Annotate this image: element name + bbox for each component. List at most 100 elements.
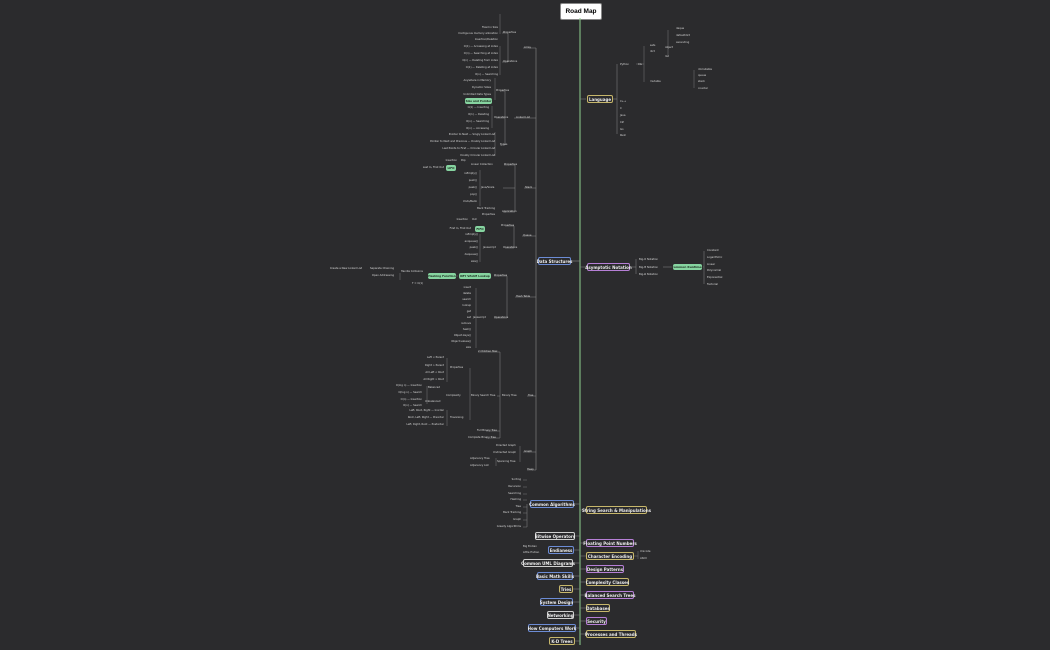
lang-python: Python (620, 63, 629, 66)
ht-op: search (462, 298, 471, 301)
array-item: O(n) — Deleting from index (462, 59, 498, 62)
ll-item: O(n) — Accessing (466, 127, 489, 130)
ll-types: Types (500, 143, 508, 146)
endian-item: Little Endian (523, 551, 540, 554)
ll-item: Last Points to First — Circular Linked L… (442, 147, 495, 150)
python-item: defaultdict (676, 34, 690, 37)
node-character-encoding[interactable]: Character Encoding (586, 552, 634, 560)
python-item: object (665, 46, 673, 49)
node-kd-trees[interactable]: K-D Trees (549, 637, 575, 645)
tree-item: 2 Children Max (478, 350, 498, 353)
node-processes-threads[interactable]: Processes and Threads (585, 630, 637, 638)
node-floating-point[interactable]: Floating Point Numbers (583, 539, 637, 547)
runtime-item: Factorial (707, 283, 718, 286)
node-bitwise-operators[interactable]: Bitwise Operators (534, 532, 576, 540)
tree-item: Root, Left, Right — Preorder (407, 416, 444, 419)
python-item: deque (676, 27, 685, 30)
ll-size-pointer: Size and Pointer (465, 98, 492, 104)
graph-item: Directed Graph (496, 444, 516, 447)
node-endianess[interactable]: Endianess (548, 546, 574, 554)
ht-op: Object.keys() (453, 334, 471, 337)
array-item: O(1) — Accessing at index (463, 45, 498, 48)
python-item: counter (698, 87, 708, 90)
queue-operations: Operations (503, 246, 518, 249)
node-common-algorithms[interactable]: Common Algorithms (529, 500, 575, 508)
queue-fifo: FIFO (475, 226, 485, 232)
runtime-item: Constant (707, 249, 719, 252)
tree-item: O(log n) — Search (398, 391, 422, 394)
lang-cpp: C++ (620, 100, 627, 103)
node-security[interactable]: Security (586, 617, 607, 625)
queue-item: peek() (469, 246, 478, 249)
tree-item: Left, Right, Root — Postorder (406, 423, 444, 426)
node-common-runtimes[interactable]: Common Runtimes (671, 264, 704, 270)
tree-item: Balanced (428, 386, 440, 389)
array-item: O(1) — Deleting at index (465, 66, 498, 69)
tree-complete: Complete Binary Tree (468, 436, 496, 439)
ds-graph: Graph (524, 450, 532, 453)
node-asymptotic-notation[interactable]: Asymptotic Notation (585, 263, 632, 271)
array-item: Insertion/Deletion (474, 38, 498, 41)
node-design-patterns[interactable]: Design Patterns (586, 565, 624, 573)
ht-key-value: KEY VALUE Lookup (459, 273, 491, 279)
node-databases[interactable]: Databases (586, 604, 610, 612)
array-item: Contiguous memory allocation (458, 32, 498, 35)
ht-op: remove (461, 322, 471, 325)
python-item: mutable (650, 80, 661, 83)
ht-op: lookup (462, 304, 471, 307)
tree-binary: Binary Tree (502, 394, 517, 397)
node-math-skills[interactable]: Basic Math Skills (535, 572, 575, 580)
stack-item: Properties (481, 213, 495, 216)
tree-full: Full Binary Tree (477, 429, 497, 432)
queue-item: Insertion (456, 218, 468, 221)
stack-operations: Java/Scala (481, 186, 495, 189)
runtime-item: Linear (707, 263, 716, 266)
ds-hash-table: Hash Table (516, 295, 531, 298)
graph-item: Adjacency Tree (470, 457, 490, 460)
array-item: Fixed in Size (481, 26, 498, 29)
ht-op: Object.values() (451, 340, 471, 343)
tree-item: Right > Parent (425, 364, 444, 367)
python-item: queue (698, 74, 707, 77)
ht-properties: Properties (494, 274, 508, 277)
node-how-computers-work[interactable]: How Computers Work (527, 624, 577, 632)
lang-rust: Rust (620, 134, 626, 137)
lang-go: Go (620, 128, 624, 131)
ht-item: Open Addressing (371, 274, 394, 277)
node-system-design[interactable]: System Design (539, 598, 574, 606)
node-string-search[interactable]: String Search & Manipulations (582, 506, 651, 514)
ll-operations: Operations (494, 116, 509, 119)
ds-array: Array (524, 46, 531, 49)
stack-item: Linear Collection (471, 163, 493, 166)
python-item: Cls (638, 63, 642, 66)
ht-item: Create a New Linked List (329, 267, 362, 270)
stack-item: Back Tracking (477, 207, 495, 210)
tree-item: Left < Parent (426, 356, 444, 359)
algo-item: Recursion (508, 485, 521, 488)
algo-item: Back Tracking (503, 511, 521, 514)
node-data-structures[interactable]: Data Structures (536, 257, 573, 265)
queue-item: dequeue() (464, 253, 478, 256)
node-language[interactable]: Language (587, 95, 613, 103)
node-networking[interactable]: Networking (547, 611, 574, 619)
runtime-item: Polynomial (707, 269, 722, 272)
encoding-item: Unicode (640, 550, 651, 553)
ht-op: delete (462, 292, 471, 295)
ht-op: hash() (462, 328, 471, 331)
queue-item: First In, First Out (449, 227, 471, 230)
runtime-item: Logarithmic (707, 256, 723, 259)
node-tries[interactable]: Tries (559, 585, 573, 593)
ll-item: Pointer to Next and Previous — Doubly Li… (430, 140, 495, 143)
algo-item: Hashing (510, 498, 521, 501)
ds-queue: Queue (523, 234, 532, 237)
python-item: ascending (676, 41, 690, 44)
node-complexity-classes[interactable]: Complexity Classes (585, 578, 630, 586)
stack-item: Insertion (445, 159, 457, 162)
node-uml-diagrams[interactable]: Common UML Diagrams (521, 559, 575, 567)
algo-item: Tree (515, 505, 521, 508)
node-balanced-trees[interactable]: Balanced Search Trees (584, 591, 636, 599)
ht-operations: Operations (494, 316, 509, 319)
endian-item: Big Endian (523, 545, 537, 548)
stack-item: Undo/Redo (462, 200, 477, 203)
